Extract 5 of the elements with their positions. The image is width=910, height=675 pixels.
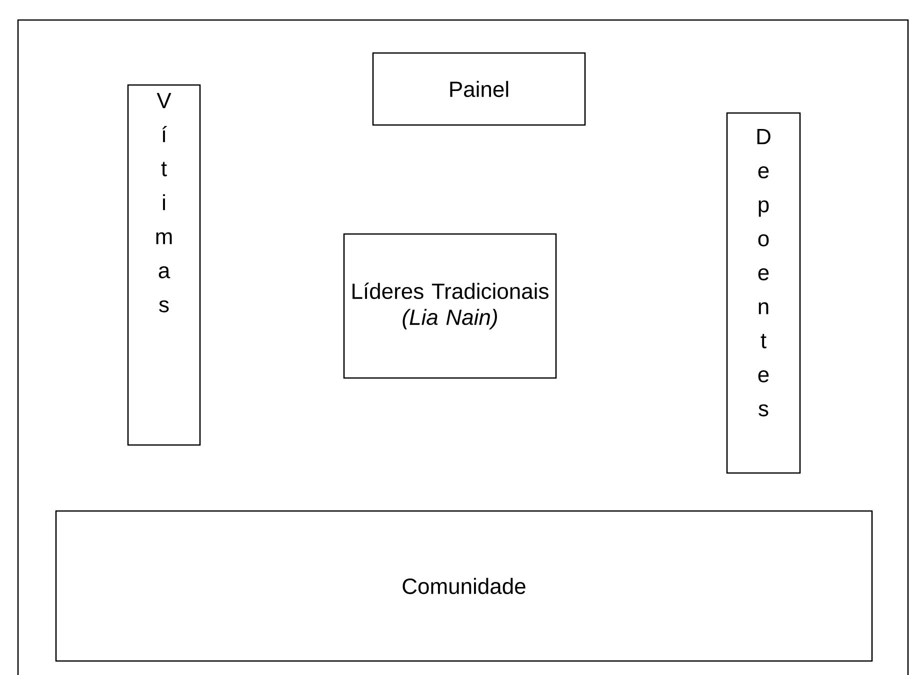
text-box: Painel	[372, 52, 586, 126]
text-box: Vítimas	[127, 84, 201, 446]
text-box: Depoentes	[726, 112, 801, 474]
text-box: Líderes Tradicionais (Lia Nain)	[343, 233, 557, 379]
text-box: Comunidade	[55, 510, 873, 662]
